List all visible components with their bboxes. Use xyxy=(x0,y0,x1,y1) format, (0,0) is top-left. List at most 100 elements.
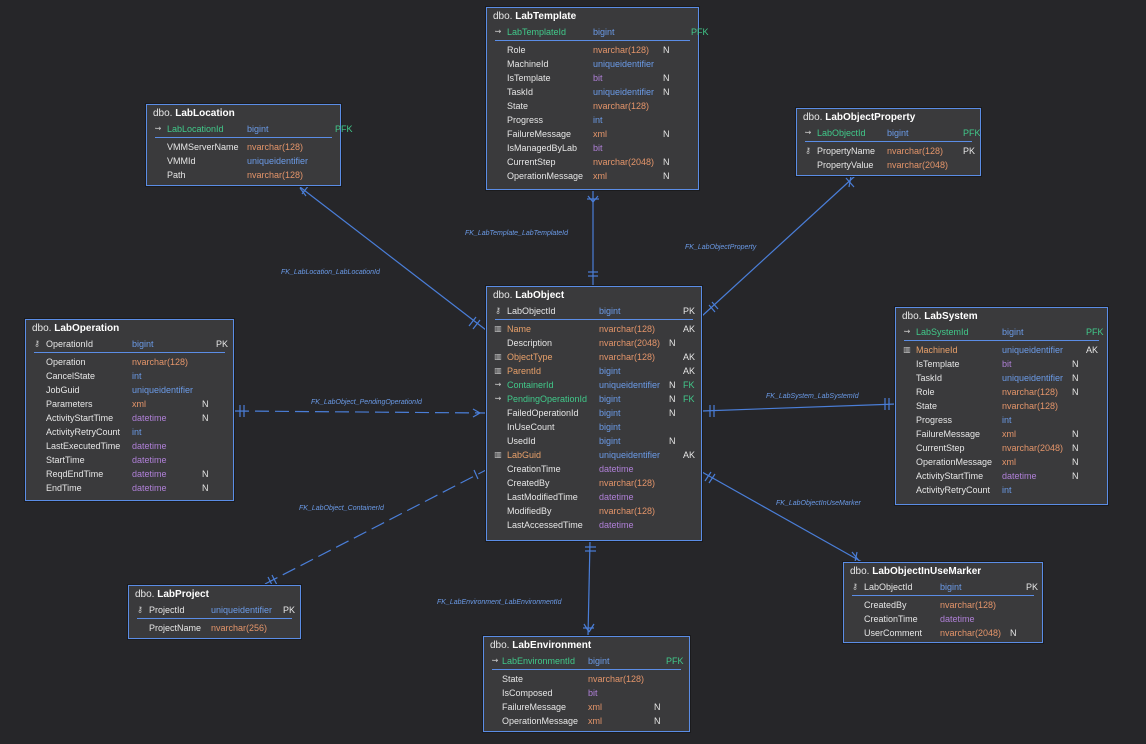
column-key: FK xyxy=(683,380,695,390)
column-nullable: N xyxy=(1072,373,1079,383)
column-name: ReqdEndTime xyxy=(46,469,104,479)
column-type: datetime xyxy=(132,441,167,451)
column-type: bigint xyxy=(593,27,615,37)
column-key: PFK xyxy=(335,124,353,134)
column-type: xml xyxy=(588,702,602,712)
column-type: nvarchar(128) xyxy=(593,45,650,55)
column-nullable: N xyxy=(663,129,670,139)
column-name: CurrentStep xyxy=(916,443,965,453)
column-name: LabLocationId xyxy=(167,124,224,134)
column-type: uniqueidentifier xyxy=(247,156,309,166)
column-type: bigint xyxy=(599,436,621,446)
column-nullable: N xyxy=(1072,443,1079,453)
column-type: datetime xyxy=(132,455,167,465)
key-separator xyxy=(495,319,693,320)
fk-icon: ⇝ xyxy=(154,124,162,133)
column-type: bit xyxy=(588,688,598,698)
column-key: AK xyxy=(683,450,696,460)
column-key: PK xyxy=(1026,582,1039,592)
column-type: nvarchar(128) xyxy=(247,142,304,152)
column-nullable: N xyxy=(654,716,661,726)
fk-icon: ⇝ xyxy=(494,380,502,389)
